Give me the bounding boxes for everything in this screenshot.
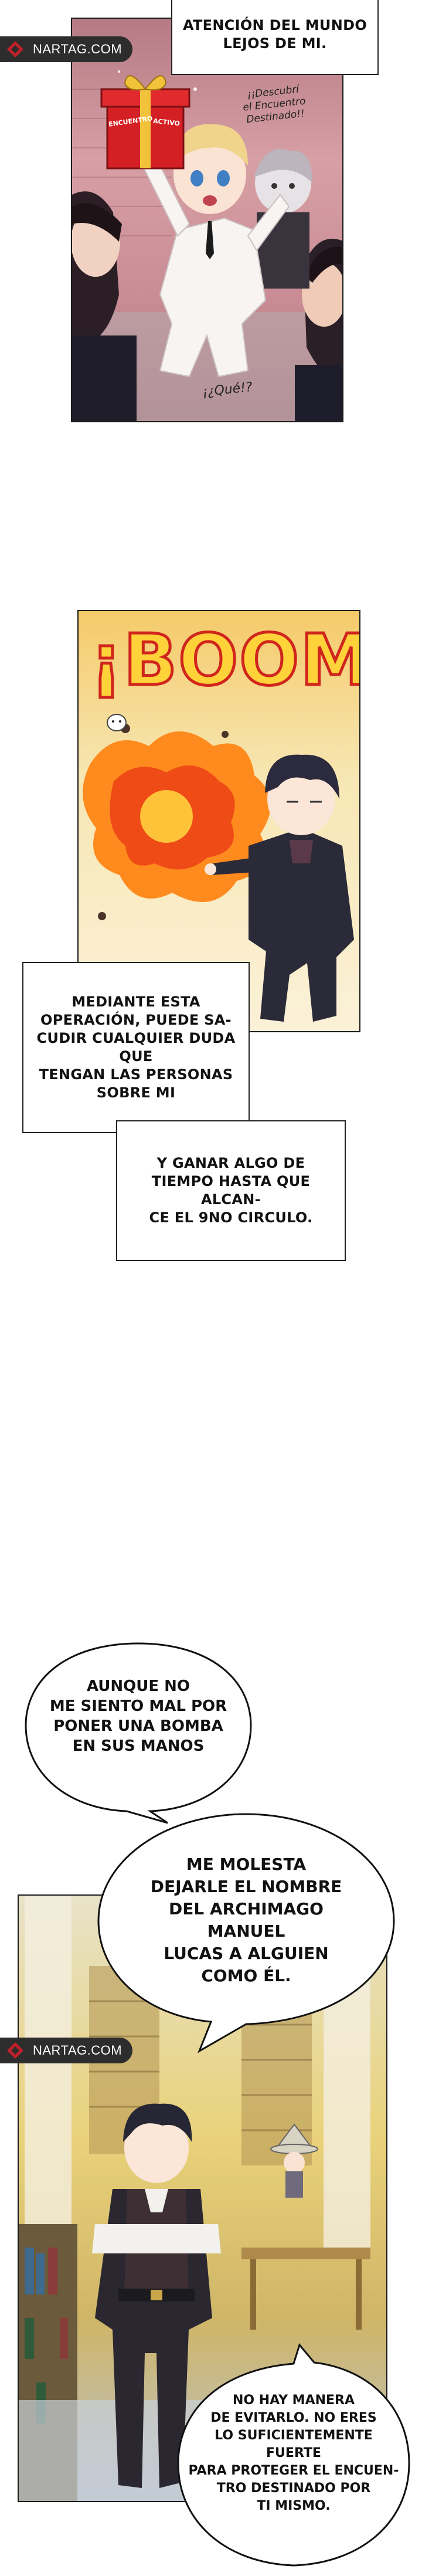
nartag-logo-icon [7, 2042, 23, 2059]
caption-box-top: ATENCIÓN DEL MUNDO LEJOS DE MI. [171, 0, 379, 75]
watermark-text: NARTAG.COM [33, 2043, 122, 2058]
speech-bubble-2-text: ME MOLESTA DEJARLE EL NOMBRE DEL ARCHIMA… [150, 1855, 342, 1985]
caption-box-2: MEDIANTE ESTA OPERACIÓN, PUEDE SA- CUDIR… [22, 962, 250, 1133]
comic-panel-1: ENCUENTRO ACTIVO ¡¡Descubrí el Encuentro… [71, 18, 343, 422]
watermark-banner: NARTAG.COM [0, 36, 133, 62]
watermark-text: NARTAG.COM [33, 42, 122, 56]
speech-bubble-2-shape [97, 1813, 395, 2053]
speech-bubble-3-shape [177, 2343, 410, 2567]
explosion-cloud [83, 724, 271, 920]
watermark-banner-2: NARTAG.COM [0, 2038, 133, 2063]
gift-box [100, 75, 190, 170]
main-boy-character [92, 2103, 221, 2488]
nartag-logo-icon [7, 41, 23, 57]
speech-bubble-1-shape [25, 1642, 252, 1824]
panel-2-artwork [83, 714, 354, 1022]
boy-character [205, 754, 354, 1022]
panel-1-artwork [72, 70, 342, 421]
speech-bubble-3-text: NO HAY MANERA DE EVITARLO. NO ERES LO SU… [188, 2393, 399, 2513]
speech-bubble-1-text: AUNQUE NO ME SIENTO MAL POR PONER UNA BO… [49, 1677, 227, 1755]
small-wizard-character [270, 2123, 318, 2198]
caption-box-3: Y GANAR ALGO DE TIEMPO HASTA QUE ALCAN- … [116, 1120, 346, 1261]
